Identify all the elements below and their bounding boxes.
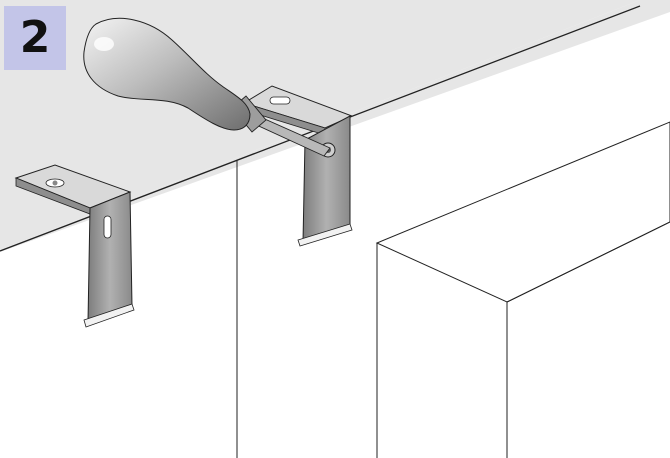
mounting-bracket-icon: [14, 164, 135, 328]
step-number-badge: 2: [4, 6, 66, 70]
window-frame: [375, 121, 670, 458]
step-number: 2: [19, 12, 51, 63]
screwdriver-icon: [83, 17, 331, 157]
mounting-bracket-icon-right: [242, 85, 354, 247]
